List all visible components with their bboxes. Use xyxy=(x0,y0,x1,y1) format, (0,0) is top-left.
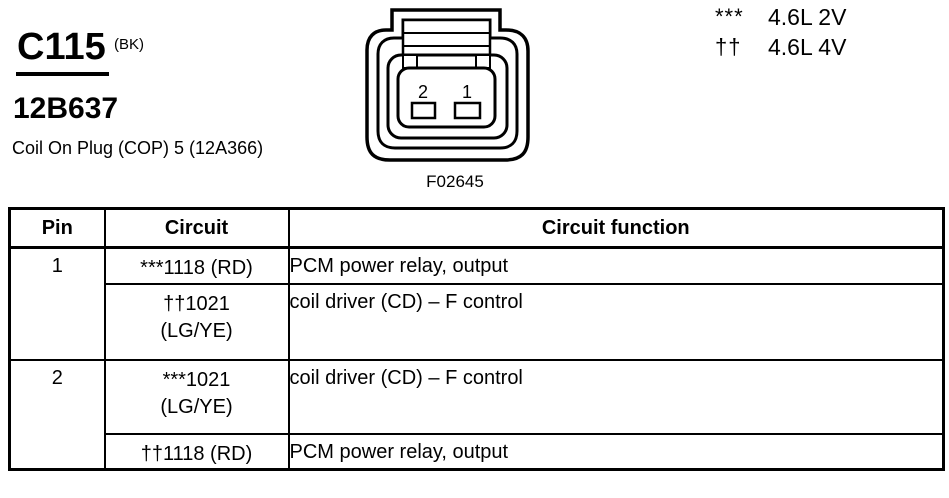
pin-2-cell: 2 xyxy=(8,358,106,470)
connector-body xyxy=(386,53,509,140)
connector-id: C115 xyxy=(16,28,109,76)
table-row: 1 ***1118 (RD) PCM power relay, output xyxy=(8,246,945,361)
column-header-pin: Pin xyxy=(8,207,106,249)
column-header-circuit: Circuit xyxy=(103,207,290,249)
circuit-function-cell: PCM power relay, output xyxy=(287,432,945,470)
latch-clip-left xyxy=(402,54,418,69)
part-number: 12B637 xyxy=(13,92,119,125)
variant-legend: *** 4.6L 2V †† 4.6L 4V xyxy=(715,4,846,64)
pin-1-cell: 1 xyxy=(8,246,106,361)
circuit-cell: ***1118 (RD) xyxy=(103,246,290,285)
latch-clip-right xyxy=(475,54,491,69)
table-header-row: Pin Circuit Circuit function xyxy=(8,207,945,249)
circuit-function-cell: coil driver (CD) – F control xyxy=(287,358,945,435)
connector-description: Coil On Plug (COP) 5 (12A366) xyxy=(12,138,264,158)
connector-diagram: 2 1 xyxy=(365,8,530,162)
circuit-cell: ††1021 (LG/YE) xyxy=(103,282,290,361)
figure-id: F02645 xyxy=(426,172,484,191)
legend-row-2v: *** 4.6L 2V xyxy=(715,4,846,34)
legend-row-4v: †† 4.6L 4V xyxy=(715,34,846,64)
legend-label-2v: 4.6L 2V xyxy=(768,4,847,30)
pinout-table-container: Pin Circuit Circuit function 1 ***1118 (… xyxy=(8,207,945,471)
pin-1-label: 1 xyxy=(462,82,472,102)
connector-inner-shell xyxy=(376,18,519,150)
legend-label-4v: 4.6L 4V xyxy=(768,34,847,60)
table-row: ††1021 (LG/YE) coil driver (CD) – F cont… xyxy=(10,282,945,361)
table-row: ††1118 (RD) PCM power relay, output xyxy=(10,432,945,470)
column-header-circuit-function: Circuit function xyxy=(287,207,945,249)
circuit-function-cell: coil driver (CD) – F control xyxy=(287,282,945,361)
pin-2-label: 2 xyxy=(418,82,428,102)
connector-color-code: (BK) xyxy=(114,36,144,53)
table-row: 2 ***1021 (LG/YE) coil driver (CD) – F c… xyxy=(8,358,945,470)
circuit-cell: ††1118 (RD) xyxy=(103,432,290,470)
connector-latch xyxy=(401,18,492,57)
circuit-cell: ***1021 (LG/YE) xyxy=(103,358,290,435)
asterisk-symbol: *** xyxy=(715,4,744,29)
pin-1-slot xyxy=(453,101,482,120)
pin-2-slot xyxy=(410,101,437,120)
connector-outer-shell xyxy=(365,8,530,162)
dagger-symbol: †† xyxy=(715,34,742,59)
pinout-table: Pin Circuit Circuit function 1 ***1118 (… xyxy=(8,207,945,471)
circuit-function-cell: PCM power relay, output xyxy=(287,246,945,285)
